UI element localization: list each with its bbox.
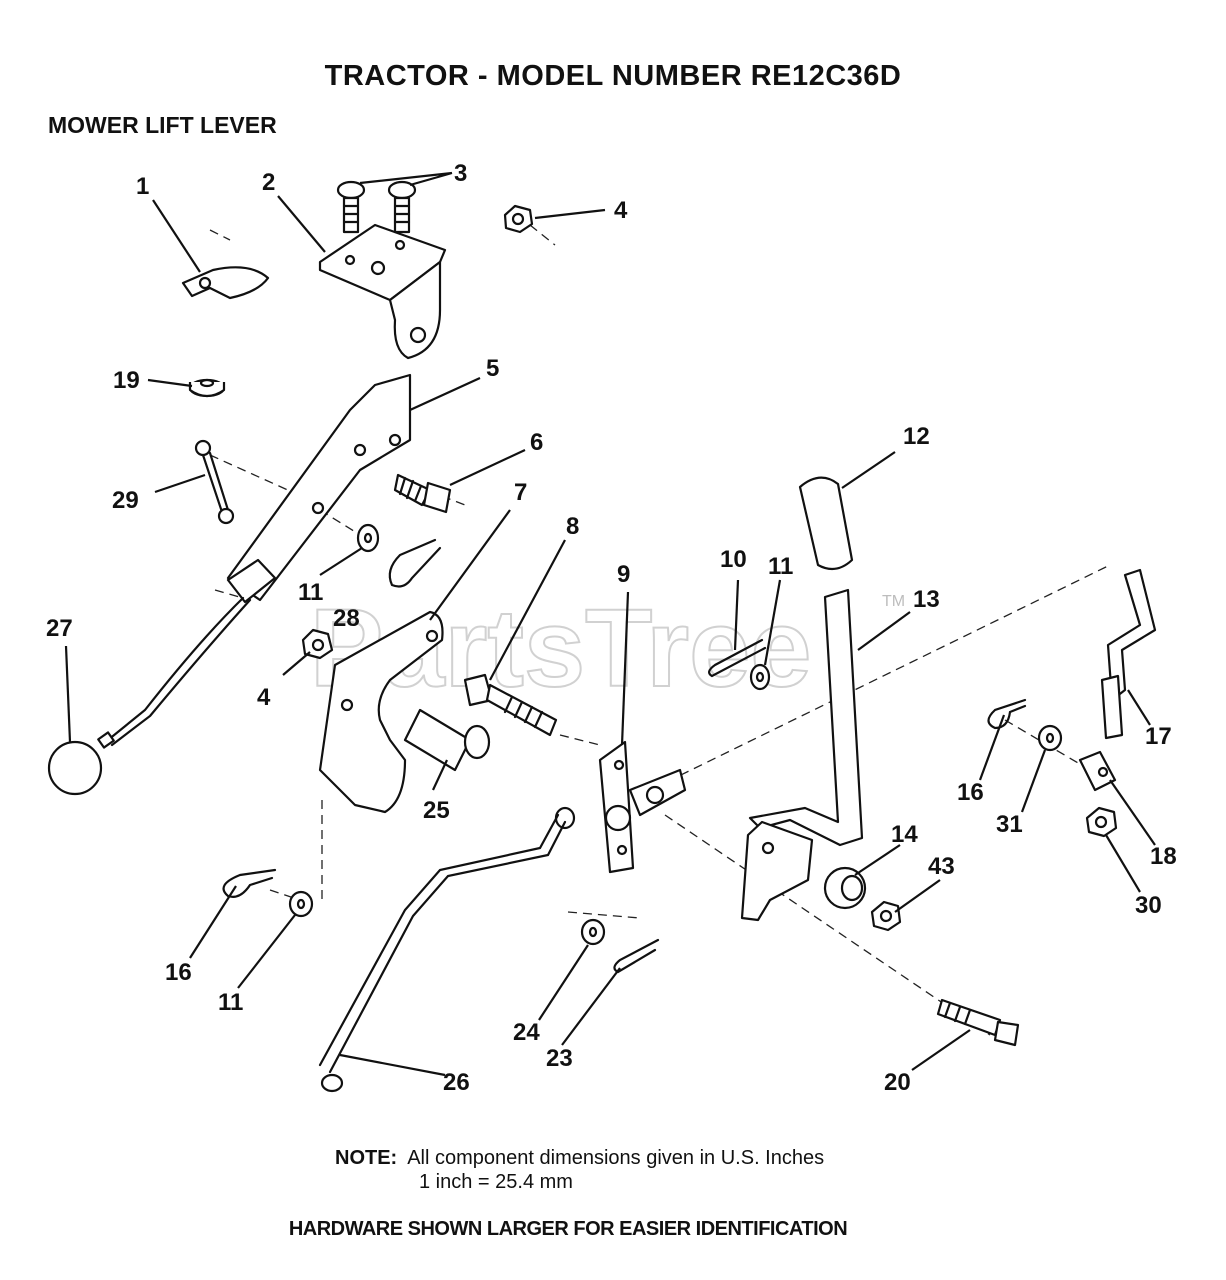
callout-24: 24 — [513, 1019, 540, 1046]
part-10-cotter-pin — [708, 638, 767, 678]
part-16-hairpin-clip-left — [222, 868, 277, 898]
note-label: NOTE: — [335, 1147, 398, 1169]
part-3-bolts — [336, 180, 417, 234]
part-8-pivot-bolt — [463, 673, 558, 737]
callout-31: 31 — [996, 811, 1023, 838]
part-18-ferrule — [1078, 750, 1117, 792]
note-text: All component dimensions given in U.S. I… — [407, 1147, 825, 1169]
part-5-lift-arm — [97, 373, 412, 749]
callout-16-right: 16 — [957, 779, 984, 806]
callout-16-left: 16 — [165, 959, 192, 986]
part-31-washer — [1037, 724, 1063, 752]
callout-7: 7 — [514, 479, 527, 506]
callout-26: 26 — [443, 1069, 470, 1096]
part-9-pivot-plate — [598, 740, 687, 874]
part-25-spacer-tube — [403, 708, 491, 772]
page-title: TRACTOR - MODEL NUMBER RE12C36D — [324, 60, 902, 92]
callout-28: 28 — [333, 605, 360, 632]
part-6-bolt — [393, 473, 452, 514]
part-29-link — [194, 439, 235, 525]
part-11-washer-upper — [356, 523, 380, 553]
callout-19: 19 — [113, 367, 140, 394]
callout-10: 10 — [720, 546, 747, 573]
section-title: MOWER LIFT LEVER — [48, 112, 277, 138]
callout-11-lower: 11 — [218, 989, 243, 1016]
callout-5: 5 — [486, 355, 499, 382]
part-4-nut-mid — [301, 628, 334, 660]
part-20-bolt — [936, 998, 1020, 1047]
callout-1: 1 — [136, 173, 149, 200]
part-16-hairpin-clip-right — [987, 698, 1027, 730]
part-13-lift-lever — [740, 588, 864, 922]
hardware-footer: HARDWARE SHOWN LARGER FOR EASIER IDENTIF… — [288, 1218, 848, 1240]
callout-18: 18 — [1150, 843, 1177, 870]
callout-17: 17 — [1145, 723, 1172, 750]
callout-2: 2 — [262, 169, 275, 196]
part-23-cotter-pin — [613, 938, 660, 974]
callout-43: 43 — [928, 853, 955, 880]
part-43-locknut — [870, 900, 902, 932]
part-26-lift-rod — [318, 806, 576, 1093]
callout-8: 8 — [566, 513, 579, 540]
part-4-nut-top — [503, 204, 534, 234]
callout-11-upper: 11 — [298, 579, 323, 606]
part-14-bushing — [823, 866, 867, 910]
part-27-knob — [47, 740, 103, 796]
callout-27: 27 — [46, 615, 73, 642]
part-11-washer-right — [749, 663, 771, 691]
part-7-pivot-bracket — [318, 610, 444, 814]
callout-25: 25 — [423, 797, 450, 824]
callout-29: 29 — [112, 487, 139, 514]
part-30-nut — [1085, 806, 1118, 838]
dimension-note: NOTE: All component dimensions given in U… — [335, 1146, 824, 1194]
callout-4-mid: 4 — [257, 684, 271, 711]
callout-20: 20 — [884, 1069, 911, 1096]
note-conversion: 1 inch = 25.4 mm — [419, 1171, 573, 1193]
part-2-mounting-bracket — [318, 223, 447, 360]
part-24-washer — [580, 918, 606, 946]
part-11-washer-lower — [288, 890, 314, 918]
callout-23: 23 — [546, 1045, 573, 1072]
part-28-hairpin-clip — [388, 538, 442, 588]
callout-12: 12 — [903, 423, 930, 450]
callout-13: 13 — [913, 586, 940, 613]
part-12-handle-grip — [798, 476, 854, 571]
callout-4-top: 4 — [614, 197, 628, 224]
callout-11-right: 11 — [768, 553, 793, 580]
part-19-spacer — [188, 378, 226, 398]
callout-9: 9 — [617, 561, 630, 588]
part-1-clip — [181, 266, 270, 300]
part-17-adjuster-rod — [1100, 568, 1157, 740]
callout-leader-lines — [64, 171, 1156, 1077]
callout-3: 3 — [454, 160, 467, 187]
callout-30: 30 — [1135, 892, 1162, 919]
callout-numbers: 1 2 3 4 5 6 7 8 9 10 11 11 11 12 13 14 1… — [46, 160, 1177, 1096]
watermark-trademark: TM — [882, 593, 905, 610]
callout-6: 6 — [530, 429, 543, 456]
callout-14: 14 — [891, 821, 918, 848]
